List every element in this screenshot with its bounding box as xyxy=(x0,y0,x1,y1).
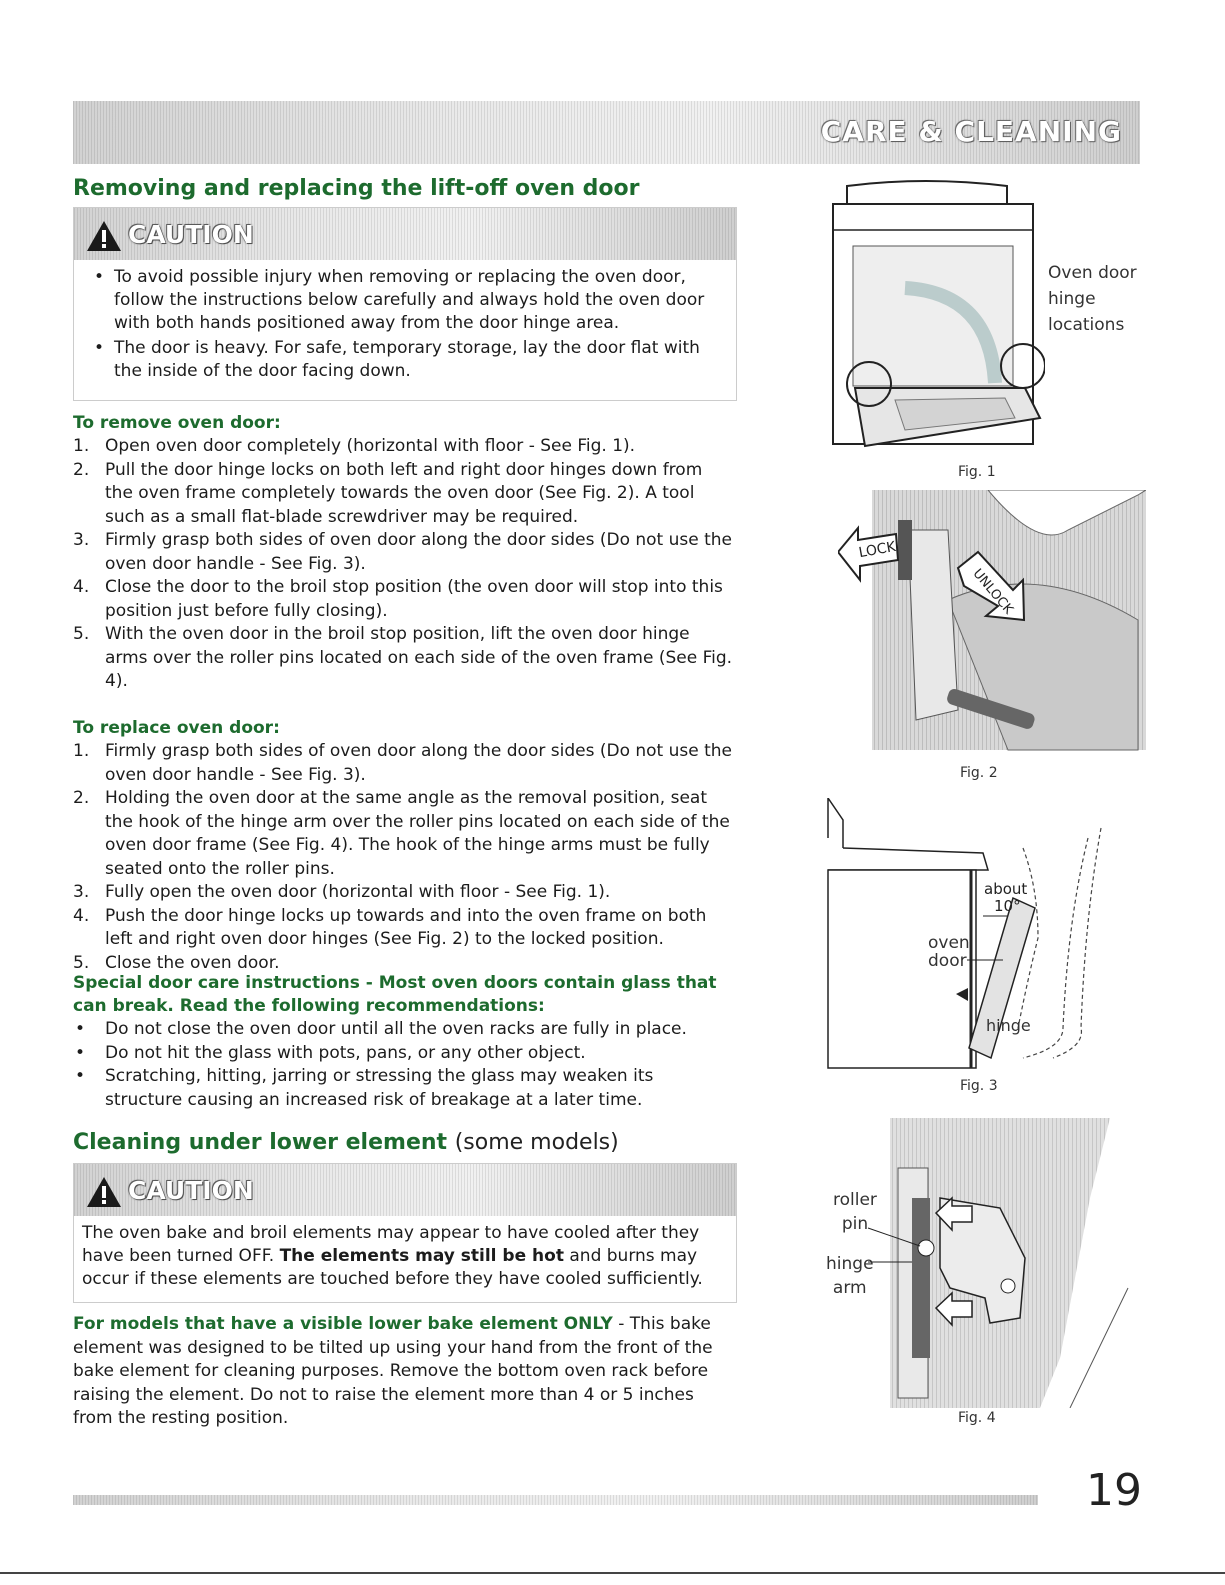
caution-header-2: CAUTION xyxy=(74,1164,736,1216)
page-bottom-rule xyxy=(0,1572,1225,1574)
section-header-bar: CARE & CLEANING xyxy=(73,101,1140,164)
remove-door-heading: To remove oven door: xyxy=(73,413,281,433)
fig1-oven-illustration xyxy=(832,180,1045,448)
caution-text-bold: The elements may still be hot xyxy=(279,1246,564,1266)
section-title-lower-element: Cleaning under lower element (some model… xyxy=(73,1130,619,1155)
fig4-hinge-word: hinge xyxy=(826,1254,874,1274)
fig2-lock-label: LOCK xyxy=(858,539,898,561)
caution-box-2: CAUTION The oven bake and broil elements… xyxy=(73,1163,737,1303)
fig3-door-word: door xyxy=(928,951,967,971)
caution-bullet: The door is heavy. For safe, temporary s… xyxy=(92,337,722,383)
fig3-grasp-door-illustration xyxy=(827,798,1102,1069)
remove-step: 1.Open oven door completely (horizontal … xyxy=(73,436,636,456)
replace-step: 3.Fully open the oven door (horizontal w… xyxy=(73,882,611,902)
fig3-caption: Fig. 3 xyxy=(960,1078,998,1094)
remove-door-section: To remove oven door: 1.Open oven door co… xyxy=(73,412,733,694)
caution-box: CAUTION To avoid possible injury when re… xyxy=(73,207,737,401)
footer-bar xyxy=(73,1495,1038,1505)
section-title-lift-off-door: Removing and replacing the lift-off oven… xyxy=(73,176,640,201)
page-number: 19 xyxy=(1086,1465,1142,1516)
caution-header: CAUTION xyxy=(74,208,736,260)
fig2-caption: Fig. 2 xyxy=(960,765,998,781)
fig2-hinge-lock-illustration: LOCK UNLOCK xyxy=(838,490,1146,751)
fig4-roller-pin-illustration xyxy=(867,1118,1129,1408)
warning-triangle-icon xyxy=(87,1177,121,1207)
fig4-roller-pin-label: roller pin xyxy=(833,1188,877,1236)
special-care-bullet: Do not close the oven door until all the… xyxy=(73,1018,733,1042)
special-care-section: Special door care instructions - Most ov… xyxy=(73,972,733,1112)
fig4-caption: Fig. 4 xyxy=(958,1410,996,1426)
special-care-heading: Special door care instructions - Most ov… xyxy=(73,973,717,1016)
warning-triangle-icon xyxy=(87,221,121,251)
fig1-label-line: Oven door xyxy=(1048,263,1137,283)
fig3-angle-label: 10° xyxy=(994,897,1021,915)
section-header-title: CARE & CLEANING xyxy=(820,115,1122,148)
replace-step: 5.Close the oven door. xyxy=(73,952,280,973)
replace-door-section: To replace oven door: 1.Firmly grasp bot… xyxy=(73,717,733,975)
lower-element-bold-lead: For models that have a visible lower bak… xyxy=(73,1314,613,1334)
section-title-main: Cleaning under lower element xyxy=(73,1130,448,1155)
caution-label-2: CAUTION xyxy=(128,1176,254,1205)
special-care-bullet: Do not hit the glass with pots, pans, or… xyxy=(73,1042,733,1066)
replace-step: 1.Firmly grasp both sides of oven door a… xyxy=(73,741,733,785)
fig1-label-line: locations xyxy=(1048,315,1125,335)
replace-step: 2.Holding the oven door at the same angl… xyxy=(73,788,730,879)
lower-element-paragraph: For models that have a visible lower bak… xyxy=(73,1313,735,1431)
caution-body-2: The oven bake and broil elements may app… xyxy=(74,1216,736,1299)
fig4-pin-word: pin xyxy=(841,1214,869,1234)
special-care-bullet: Scratching, hitting, jarring or stressin… xyxy=(73,1065,733,1112)
fig3-hinge-label: hinge xyxy=(986,1016,1031,1035)
caution-label: CAUTION xyxy=(128,220,254,249)
section-title-suffix: (some models) xyxy=(454,1130,619,1155)
fig1-label-line: hinge xyxy=(1048,289,1096,309)
replace-door-heading: To replace oven door: xyxy=(73,718,280,738)
fig4-roller-word: roller xyxy=(833,1190,877,1210)
remove-step: 3.Firmly grasp both sides of oven door a… xyxy=(73,530,733,574)
fig3-about-label: about xyxy=(984,880,1028,898)
fig3-oven-door-label: oven door xyxy=(928,934,970,970)
caution-text-b: and burns may occur if these elements ar… xyxy=(82,1246,703,1289)
fig1-caption: Fig. 1 xyxy=(958,464,996,480)
fig1-hinge-label: Oven door hinge locations xyxy=(1048,260,1137,338)
fig3-oven-word: oven xyxy=(928,933,970,953)
remove-step: 5.With the oven door in the broil stop p… xyxy=(73,624,733,691)
fig4-arm-word: arm xyxy=(832,1278,867,1298)
special-care-list: Do not close the oven door until all the… xyxy=(73,1018,733,1112)
remove-step: 2.Pull the door hinge locks on both left… xyxy=(73,459,703,527)
caution-text-a: The oven bake and broil elements may app… xyxy=(82,1223,700,1266)
caution-bullet: To avoid possible injury when removing o… xyxy=(92,266,722,335)
replace-step: 4.Push the door hinge locks up towards a… xyxy=(73,905,707,950)
remove-step: 4.Close the door to the broil stop posit… xyxy=(73,577,723,621)
fig4-hinge-arm-label: hinge arm xyxy=(826,1252,874,1300)
lower-element-text: - This bake element was designed to be t… xyxy=(73,1314,713,1428)
caution-body: To avoid possible injury when removing o… xyxy=(74,260,736,393)
